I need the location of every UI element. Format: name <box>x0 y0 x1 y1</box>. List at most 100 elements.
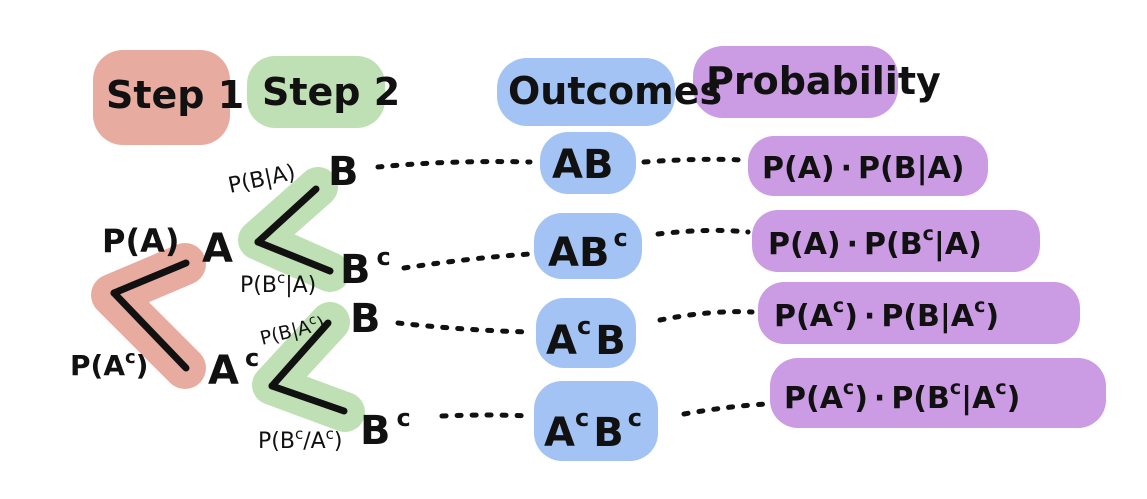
probability-header: Probability <box>706 59 941 103</box>
step2-upper-bottom-node-main: B <box>340 247 371 293</box>
probability-3-highlight <box>758 282 1080 344</box>
outcome-acb-highlight <box>536 298 636 368</box>
connector-b-to-acb <box>395 320 531 335</box>
step2-lower-bottom-label-main: P(B <box>258 429 295 454</box>
connector-acbc-to-p4 <box>681 401 769 417</box>
step1-bottom-label-sup: c <box>125 347 136 368</box>
step1-header: Step 1 <box>106 73 244 117</box>
probability-4-left-a: P(A <box>784 381 844 416</box>
probability-1-dot: · <box>841 151 852 186</box>
probability-3-left-sup: c <box>833 295 844 317</box>
probability-3-right-a: P(B|A <box>881 299 975 334</box>
probability-2-dot: · <box>847 227 858 262</box>
probability-3-right-sup: c <box>974 295 985 317</box>
connector-bc-to-acbc <box>439 412 531 419</box>
outcome-abc-b-sup: c <box>613 224 627 252</box>
outcome-ab-b: B <box>583 142 614 188</box>
step2-upper-bottom-label-close: |A) <box>285 273 316 298</box>
step2-upper-bottom-label-main: P(B <box>240 273 277 298</box>
step2-upper-branch-bottom <box>254 238 334 275</box>
probability-2: P(A)·P(Bc|A) <box>768 223 982 262</box>
probability-4-left-b: ) <box>854 381 868 416</box>
step1-branch-bottom <box>110 289 190 372</box>
connector-acb-to-p3 <box>657 309 755 323</box>
probability-3-left-a: P(A <box>774 299 834 334</box>
step1-bottom-node-sup: c <box>245 344 259 372</box>
probability-3-right-b: ) <box>985 299 999 334</box>
probability-4-right-a: P(B <box>891 381 950 416</box>
outcome-acbc-a-sup: c <box>575 404 589 432</box>
probability-4: P(Ac)·P(Bc|Ac) <box>784 377 1020 416</box>
step2-upper-top-node: B <box>328 149 359 195</box>
step2-lower-top-label-sup: c <box>307 312 318 328</box>
probability-3-dot: · <box>864 299 875 334</box>
probability-4-right-c: ) <box>1007 381 1021 416</box>
step2-lower-bottom-node-main: B <box>360 408 391 454</box>
step2-lower-bottom-label-sup: c <box>295 425 303 443</box>
probability-2-right-b: |A) <box>934 227 982 262</box>
outcome-ab-a: A <box>552 142 583 188</box>
connector-abc-to-p2 <box>655 227 751 237</box>
outcome-acbc-a: A <box>544 410 575 456</box>
probability-2-right-sup: c <box>923 223 934 245</box>
probability-4-right-b: |A <box>961 381 996 416</box>
outcome-acb-a-sup: c <box>577 312 591 340</box>
probability-1-right: P(B|A) <box>858 151 964 186</box>
step2-header-highlight <box>247 56 385 128</box>
probability-4-highlight <box>770 358 1106 428</box>
outcome-abc-highlight <box>534 213 642 279</box>
outcome-abc-b: B <box>579 230 610 276</box>
outcome-abc-a: A <box>548 230 579 276</box>
step1-bottom-label-close: ) <box>136 349 149 382</box>
step2-header: Step 2 <box>262 70 400 114</box>
outcome-acbc-highlight <box>534 381 658 461</box>
probability-2-left: P(A) <box>768 227 841 262</box>
outcomes-header-highlight <box>497 58 675 126</box>
outcome-ab-highlight <box>540 132 636 194</box>
probability-2-highlight <box>752 210 1040 272</box>
step2-upper-branch-top <box>254 185 320 246</box>
probability-2-right-a: P(B <box>864 227 923 262</box>
probability-4-right-sup2: c <box>995 377 1006 399</box>
step1-bottom-label-main: P(A <box>70 349 125 382</box>
outcomes-header: Outcomes <box>508 69 722 113</box>
step1-top-label: P(A) <box>102 222 179 260</box>
step2-upper-bottom-node-sup: c <box>377 243 391 271</box>
step1-top-node: A <box>202 226 233 272</box>
outcome-acbc-b: B <box>593 410 624 456</box>
outcome-acb-b: B <box>595 318 626 364</box>
probability-1-highlight <box>748 136 988 196</box>
step2-upper-bottom-label: P(Bc|A) <box>240 269 316 298</box>
probability-3-left-b: ) <box>844 299 858 334</box>
step1-bottom-node-main: A <box>208 348 239 394</box>
step2-lower-branch-top <box>268 319 332 390</box>
step2-lower-bottom-label-close2: ) <box>334 429 343 454</box>
probability-4-dot: · <box>874 381 885 416</box>
step1-header-highlight <box>93 50 230 145</box>
probability-3: P(Ac)·P(B|Ac) <box>774 295 999 334</box>
outcome-acbc-b-sup: c <box>628 404 642 432</box>
outcome-ab: AB <box>552 142 613 188</box>
step1-bottom-label: P(Ac) <box>70 347 148 382</box>
probability-1: P(A)·P(B|A) <box>762 151 965 186</box>
connector-b-to-ab <box>375 159 533 170</box>
step2-lower-bottom-label-close: /A <box>303 429 325 454</box>
connector-bc-to-abc <box>401 251 533 271</box>
step2-lower-bottom-label-sup2: c <box>326 425 334 443</box>
step2-lower-bottom-node-sup: c <box>397 404 411 432</box>
step2-lower-top-node: B <box>350 296 381 342</box>
step1-branch-top <box>110 259 190 297</box>
probability-header-highlight <box>693 46 898 118</box>
step2-lower-branch-bottom <box>268 382 348 415</box>
probability-1-left: P(A) <box>762 151 835 186</box>
step2-upper-bottom-label-sup: c <box>277 269 285 287</box>
connector-ab-to-p1 <box>641 156 745 165</box>
